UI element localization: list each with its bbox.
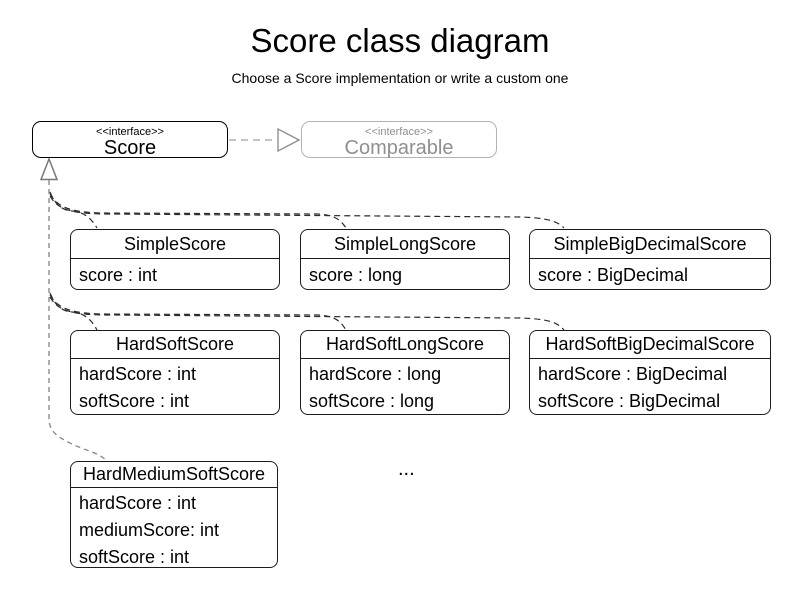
interface-name: Score <box>103 137 157 159</box>
class-field: hardScore : int <box>79 493 197 513</box>
class-box-hardsoftlongscore: HardSoftLongScore hardScore : long softS… <box>300 330 510 415</box>
class-box-hardsoftscore: HardSoftScore hardScore : int softScore … <box>70 330 280 415</box>
class-name: SimpleBigDecimalScore <box>530 230 770 259</box>
class-field: hardScore : long <box>309 364 442 384</box>
class-field: mediumScore: int <box>79 520 220 540</box>
class-box-hardsoftbigdecimalscore: HardSoftBigDecimalScore hardScore : BigD… <box>529 330 771 415</box>
realization-arrowhead-right-icon <box>277 127 301 153</box>
class-field: softScore : long <box>309 391 435 411</box>
wire-to-hardmediumsoftscore <box>48 180 107 461</box>
class-name: SimpleLongScore <box>301 230 509 259</box>
class-box-simplebigdecimalscore: SimpleBigDecimalScore score : BigDecimal <box>529 229 771 290</box>
class-field: softScore : BigDecimal <box>538 391 721 411</box>
class-field: hardScore : int <box>79 364 197 384</box>
class-field: score : long <box>309 265 403 285</box>
interface-box-comparable: <<interface>> Comparable <box>301 121 497 158</box>
wire-to-simplelongscore <box>49 193 347 229</box>
diagram-subtitle: Choose a Score implementation or write a… <box>231 70 569 86</box>
diagram-title: Score class diagram <box>250 22 550 59</box>
class-field: score : int <box>79 265 158 285</box>
class-name: HardMediumSoftScore <box>71 462 277 488</box>
class-name: HardSoftBigDecimalScore <box>530 331 770 359</box>
class-name: SimpleScore <box>71 230 279 259</box>
class-box-simplelongscore: SimpleLongScore score : long <box>300 229 510 290</box>
stereotype-label: <<interface>> <box>365 126 433 138</box>
stereotype-label: <<interface>> <box>96 126 164 138</box>
wire-to-hardsoftlongscore <box>49 294 347 331</box>
wire-to-hardsoftbigdecimalscore <box>49 296 565 331</box>
class-name: HardSoftScore <box>71 331 279 359</box>
class-box-simplescore: SimpleScore score : int <box>70 229 280 290</box>
wire-to-hardsoftscore <box>49 292 98 331</box>
class-field: softScore : int <box>79 391 190 411</box>
class-name: HardSoftLongScore <box>301 331 509 359</box>
class-box-hardmediumsoftscore: HardMediumSoftScore hardScore : int medi… <box>70 461 278 568</box>
class-field: score : BigDecimal <box>538 265 689 285</box>
wire-to-simplebigdecimalscore <box>49 195 565 229</box>
interface-name: Comparable <box>344 137 454 159</box>
class-field: hardScore : BigDecimal <box>538 364 728 384</box>
realization-arrowhead-up-icon <box>39 156 59 181</box>
class-field: softScore : int <box>79 547 190 567</box>
wire-to-simplescore <box>49 191 98 229</box>
interface-box-score: <<interface>> Score <box>32 121 228 158</box>
more-classes-ellipsis: ... <box>398 458 415 480</box>
